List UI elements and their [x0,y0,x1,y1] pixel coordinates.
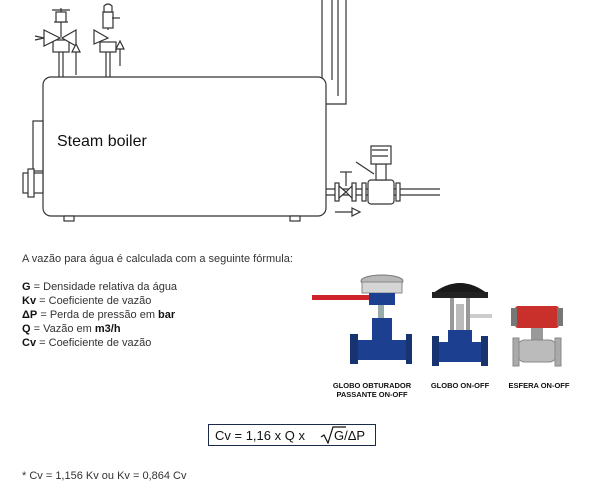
esfera-on-off-valve-image [511,306,563,367]
cv-formula: Cv = 1,16 x Q x G/ΔP [208,424,376,446]
outlet-arrow [335,207,362,217]
boiler-label: Steam boiler [57,133,147,150]
top-arrow-left [71,42,81,75]
valve-caption-3: ESFERA ON-OFF [508,381,570,390]
steam-boiler-diagram [22,0,440,222]
top-arrow-right [115,39,125,66]
definition-kv: Kv = Coeficiente de vazão [22,295,152,307]
definitions-list: G = Densidade relativa da água Kv = Coef… [22,280,177,350]
globo-on-off-valve-image [432,283,492,366]
formula-radicand: G/ΔP [334,428,366,443]
definition-g: G = Densidade relativa da água [22,281,178,293]
valve-caption-1: GLOBO OBTURADOR PASSANTE ON-OFF [332,381,412,399]
top-valve-right [93,3,120,77]
top-valve-left [34,8,77,77]
valve-caption-2: GLOBO ON-OFF [430,381,490,390]
outlet-pipe [326,145,440,205]
square-root-icon [320,426,346,444]
footnote: * Cv = 1,156 Kv ou Kv = 0,864 Cv [22,470,187,482]
formula-lhs: Cv = 1,16 x Q x [215,428,305,443]
definition-q: Q = Vazão em m3/h [22,323,121,335]
side-hatch [32,120,44,172]
globo-obturador-valve-image [312,274,412,364]
definition-cv: Cv = Coeficiente de vazão [22,337,152,349]
definition-dp: ΔP = Perda de pressão em bar [22,309,176,321]
intro-text: A vazão para água é calculada com a segu… [22,253,293,265]
